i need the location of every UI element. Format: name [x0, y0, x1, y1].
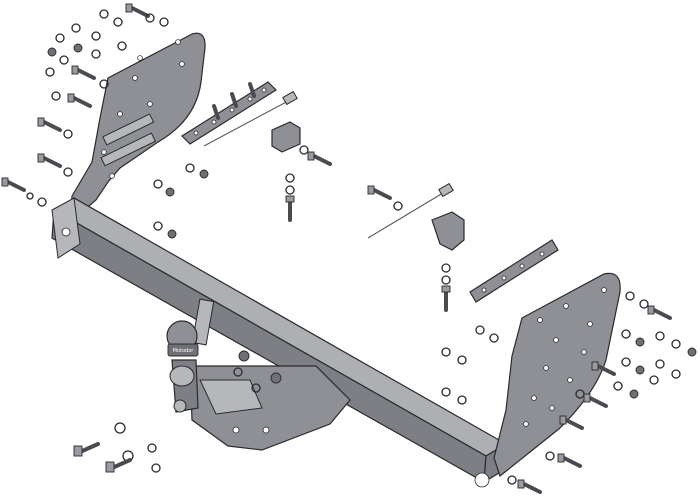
fasteners-right-column	[441, 291, 697, 494]
left-hanger-bar	[181, 81, 298, 147]
ball-label: Motodor	[173, 348, 195, 354]
angle-bracket-upper	[271, 121, 301, 153]
fasteners-left-column	[1, 3, 169, 207]
right-hanger-bar	[367, 182, 559, 303]
right-mounting-plate	[474, 272, 621, 488]
ball-mount-bracket	[189, 298, 351, 451]
tow-ball-assembly: Motodor	[166, 320, 199, 413]
left-mounting-plate	[69, 32, 206, 224]
fasteners-center-upper	[153, 145, 403, 239]
fasteners-center-lower	[73, 263, 451, 473]
angle-bracket-lower	[431, 211, 465, 251]
main-cross-beam	[51, 197, 508, 484]
